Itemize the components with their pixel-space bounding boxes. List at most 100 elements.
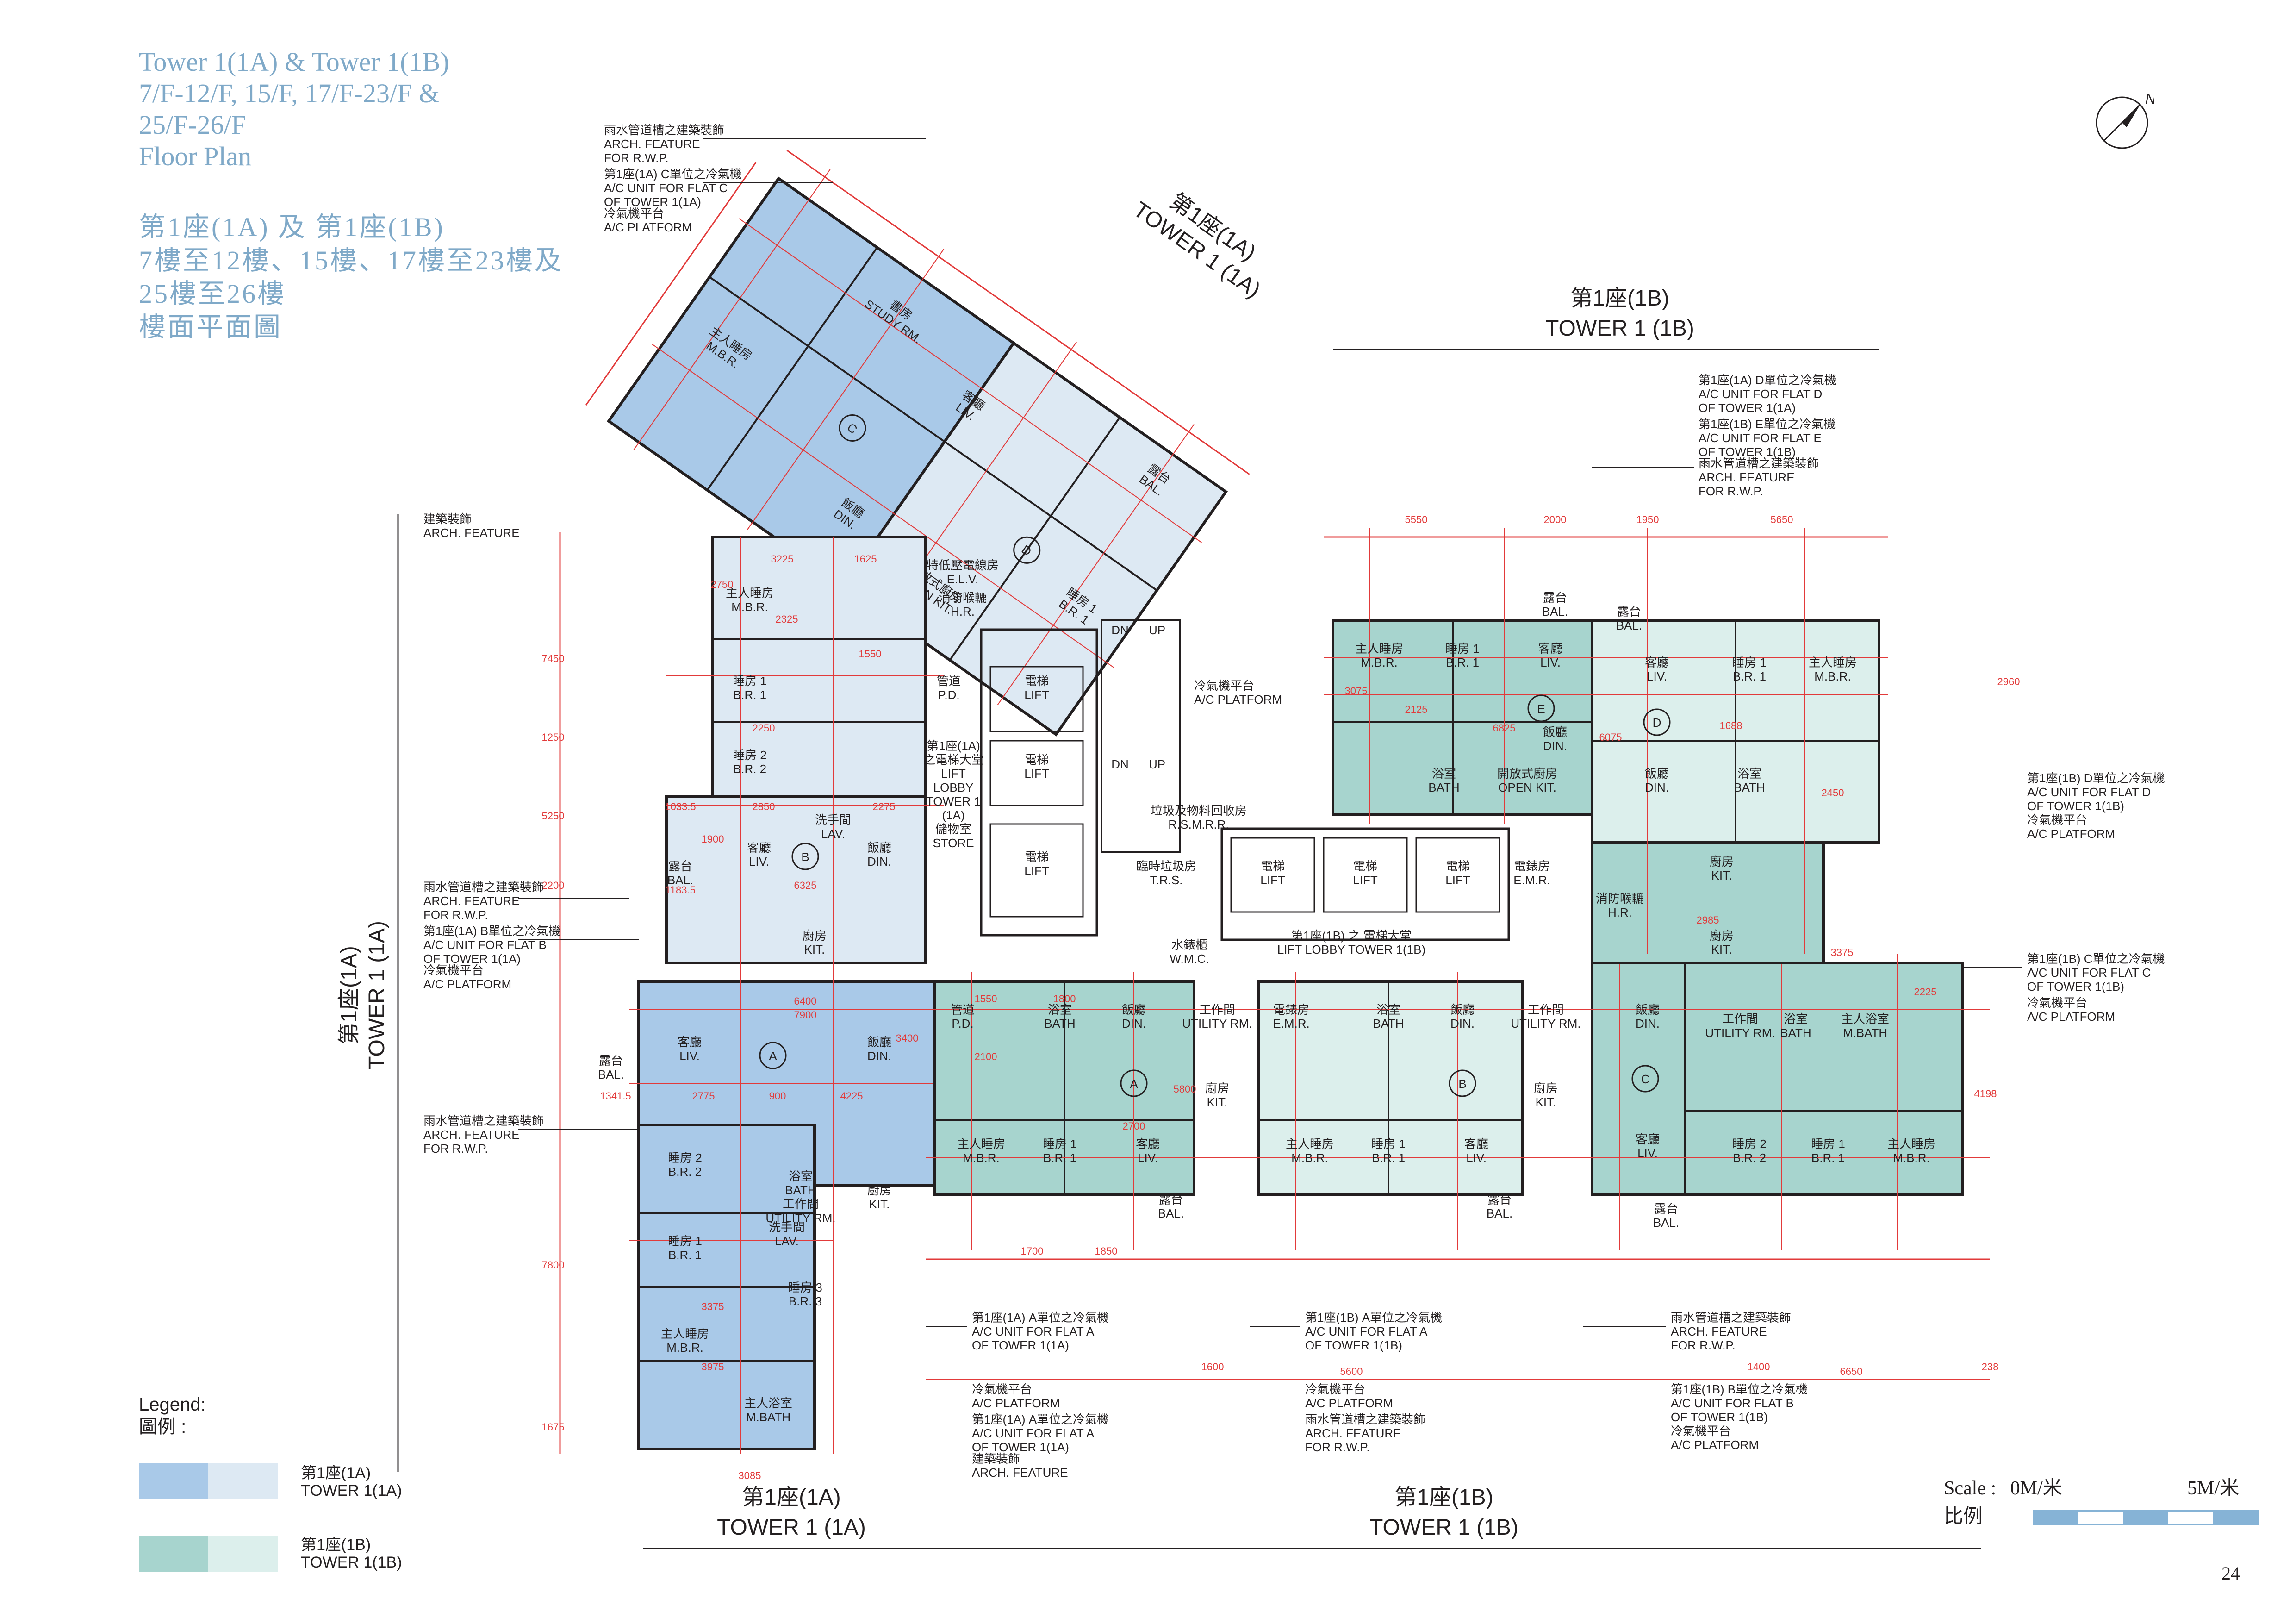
- dimension-label: 2775: [692, 1090, 715, 1102]
- room-label-zh: 主人睡房: [1809, 656, 1857, 669]
- room-label-zh: 開放式廚房: [1497, 767, 1557, 781]
- tower-1a-north-wing: C D 主人睡房 M.B.R. 書房 STUDY RM. 客廳 LIV. 飯廳 …: [585, 150, 1250, 737]
- note-ac-platform-south2: 冷氣機平台 A/C PLATFORM: [1305, 1382, 1393, 1410]
- room-label-zh: 露台: [1543, 591, 1567, 605]
- flat-b-1a-letter: B: [801, 850, 809, 864]
- flat-e-1b-marker: [1527, 694, 1555, 722]
- dimension-label: 1800: [1053, 993, 1076, 1005]
- dimension-label: 2325: [776, 613, 798, 625]
- swatch-dark: [139, 1536, 208, 1572]
- note-line: ARCH. FEATURE: [1305, 1426, 1401, 1440]
- swatch-light: [208, 1536, 278, 1572]
- room-label-en: KIT.: [804, 943, 825, 956]
- lift-4: [1230, 837, 1315, 913]
- room-label-en: H.R.: [1608, 906, 1632, 919]
- flat-c-1b-marker: [1631, 1065, 1659, 1093]
- flat-b-1b-area: [1257, 980, 1524, 1196]
- dimension-label: 2250: [753, 722, 775, 734]
- room-label-zh: 睡房 1: [668, 1234, 702, 1248]
- room-label-zh: 主人睡房: [1887, 1137, 1935, 1151]
- room-label-en: LIV.: [749, 855, 769, 868]
- dimension-label: 2985: [1697, 914, 1719, 926]
- lift-label-zh: 電梯: [1025, 850, 1049, 864]
- dimension-label: 2750: [711, 579, 734, 590]
- dimension-label: 6825: [1493, 722, 1516, 734]
- lobby-1a-line: LIFT: [941, 767, 966, 781]
- room-label-zh: 廚房: [803, 929, 827, 943]
- dimension-label: 5800: [1174, 1083, 1196, 1095]
- note-line: 雨水管道槽之建築裝飾: [1671, 1311, 1791, 1324]
- dimension-label: 7800: [542, 1259, 565, 1271]
- lift-label-zh: 電梯: [1025, 674, 1049, 688]
- lift-label-zh: 電梯: [1261, 859, 1285, 873]
- room-label-en: B.R. 1: [1372, 1151, 1405, 1165]
- room-label-en: BAL.: [1487, 1206, 1512, 1220]
- room-label-zh: 睡房 1: [1043, 1137, 1077, 1151]
- room-label-en: LIV.: [1466, 1151, 1487, 1165]
- tower-1b-heading-bottom: 第1座(1B) TOWER 1 (1B): [926, 1485, 1981, 1549]
- dimension-label: 6075: [1599, 731, 1622, 743]
- legend-title: Legend: 圖例 :: [139, 1393, 206, 1438]
- room-label-en: B.R. 2: [1733, 1151, 1766, 1165]
- note-ac-1a-d-1b-e: 第1座(1A) D單位之冷氣機 A/C UNIT FOR FLAT D OF T…: [1699, 373, 1836, 459]
- room-label-zh: 主人浴室: [744, 1396, 792, 1410]
- dimension-labels: 3225 2750 2325 1625 1550 2250 2850 2275 …: [542, 514, 2020, 1481]
- room-label-zh: 浴室: [1376, 1003, 1400, 1017]
- room-label-en: LAV.: [821, 827, 845, 841]
- dimension-label: 1625: [854, 553, 877, 565]
- tower-1a-heading-side: 第1座(1A) TOWER 1 (1A): [337, 921, 389, 1070]
- stair-up: UP: [1149, 623, 1165, 637]
- stair-dn: DN: [1111, 623, 1129, 637]
- room-label-zh: 客廳: [1636, 1132, 1660, 1146]
- room-label-zh: 睡房 1: [1445, 642, 1480, 656]
- room-label-zh: 特低壓電線房: [927, 558, 999, 572]
- core-area: 電梯 LIFT 電梯 LIFT 電梯 LIFT UP DN DN UP 第1座(…: [923, 558, 1550, 966]
- room-label-en: M.B.R.: [666, 1341, 703, 1355]
- room-label-en: UTILITY RM.: [765, 1211, 835, 1225]
- title-zh-line: 25樓至26樓: [139, 279, 286, 309]
- room-label-zh: 飯廳: [1543, 725, 1567, 739]
- note-line: A/C PLATFORM: [1305, 1396, 1393, 1410]
- lift-core-1a: [980, 628, 1098, 937]
- room-label-zh: 睡房 1: [1732, 656, 1767, 669]
- room-label-zh: 浴室: [1048, 1003, 1072, 1017]
- lift-6: [1415, 837, 1500, 913]
- tower-1b-heading-top: 第1座(1B) TOWER 1 (1B): [1333, 286, 1879, 350]
- grid-line: [651, 343, 1114, 668]
- note-line: OF TOWER 1(1B): [2027, 980, 2124, 993]
- flat-a-1a-marker: [759, 1042, 787, 1069]
- note-line: ARCH. FEATURE: [1699, 470, 1795, 484]
- room-label-en: W.M.C.: [1170, 952, 1209, 966]
- title-en-line: Floor Plan: [139, 141, 252, 171]
- room-label-zh: 客廳: [1645, 656, 1669, 669]
- flat-d-1a-marker: [1013, 536, 1041, 564]
- room-label-en: DIN.: [1450, 1017, 1475, 1031]
- room-label-zh: 浴室: [1737, 767, 1761, 781]
- tower-1b-zh: 第1座(1B): [1394, 1485, 1493, 1510]
- dimension-label: 2700: [1123, 1120, 1145, 1132]
- dimension-label: 3375: [1831, 947, 1854, 958]
- flat-a-1a-letter: A: [769, 1049, 777, 1063]
- title-chinese: 第1座(1A) 及 第1座(1B) 7樓至12樓、15樓、17樓至23樓及 25…: [139, 211, 563, 344]
- note-ac-1a-a-2: 第1座(1A) A單位之冷氣機 A/C UNIT FOR FLAT A OF T…: [972, 1412, 1109, 1454]
- note-line: 冷氣機平台: [1194, 679, 1254, 693]
- room-label-en: DIN.: [1636, 1017, 1660, 1031]
- flat-d-1b-letter: D: [1653, 716, 1661, 730]
- room-label-en: B.R. 2: [733, 762, 766, 776]
- room-label-en: E.M.R.: [1273, 1017, 1309, 1031]
- dimension-label: 2275: [873, 801, 896, 812]
- note-arch-rwp-top: 雨水管道槽之建築裝飾 ARCH. FEATURE FOR R.W.P.: [604, 123, 724, 165]
- room-label-en: KIT.: [869, 1197, 890, 1211]
- dimension-label: 3375: [702, 1301, 724, 1312]
- tower-1a-en: TOWER 1 (1A): [365, 921, 389, 1070]
- room-label-zh: 浴室: [1784, 1012, 1808, 1026]
- scale-label-en: Scale :: [1944, 1478, 1997, 1499]
- room-label-en: P.D.: [938, 688, 959, 702]
- tower-1b-en: TOWER 1 (1B): [1545, 316, 1694, 341]
- lobby-1a-line: (1A): [942, 808, 964, 822]
- room-label-en: B.R. 1: [733, 688, 766, 702]
- lift-2: [989, 740, 1084, 806]
- note-line: 冷氣機平台: [2027, 996, 2087, 1010]
- note-line: ARCH. FEATURE: [972, 1466, 1068, 1480]
- room-label-en: BAL.: [1158, 1206, 1184, 1220]
